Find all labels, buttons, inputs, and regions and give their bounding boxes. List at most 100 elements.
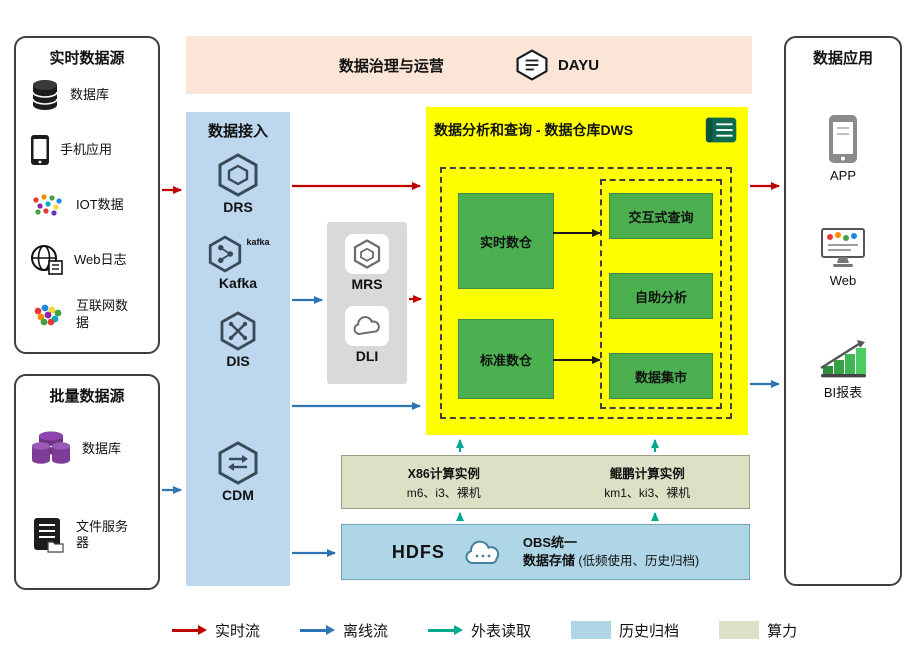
legend-label: 实时流 — [215, 622, 261, 640]
ingestion-item-cdm: CDM — [216, 441, 260, 503]
ingestion-item-kafka: kafka Kafka — [206, 235, 270, 291]
mrs-icon — [353, 239, 381, 269]
app-item-web: Web — [786, 227, 900, 288]
cdm-icon — [218, 441, 258, 485]
list-item: 文件服务器 — [16, 492, 158, 578]
source-label: 数据库 — [70, 87, 110, 103]
database-icon — [32, 80, 58, 111]
applications-title: 数据应用 — [812, 50, 873, 67]
dayu-group: DAYU — [514, 48, 599, 82]
globe-icon — [31, 244, 63, 275]
ingestion-label: DRS — [223, 199, 253, 215]
source-label: 文件服务器 — [76, 518, 129, 550]
list-item: 互联网数据 — [16, 287, 158, 342]
legend-item-compute: 算力 — [719, 620, 797, 641]
source-label: IOT数据 — [76, 196, 124, 212]
list-item: IOT数据 — [16, 178, 158, 233]
data-mart: 数据集市 — [609, 353, 713, 399]
compute-title: 鲲鹏计算实例 — [609, 467, 685, 481]
middleware-item-dli: DLI — [345, 306, 389, 364]
source-label: Web日志 — [74, 251, 127, 267]
ingestion-label: CDM — [222, 487, 254, 503]
compute-kunpeng: 鲲鹏计算实例 km1、ki3、裸机 — [546, 456, 750, 508]
obs-line1: OBS统一 — [522, 535, 577, 551]
obs-note: (低频使用、历史归档) — [578, 554, 700, 568]
compute-swatch — [719, 621, 760, 639]
source-label: 互联网数据 — [76, 298, 129, 330]
ingestion-label: Kafka — [218, 275, 258, 291]
governance-banner: 数据治理与运营 DAYU — [186, 36, 752, 94]
application-label: Web — [829, 273, 857, 288]
compute-x86: X86计算实例 m6、i3、裸机 — [342, 456, 546, 508]
kafka-icon — [209, 235, 242, 273]
source-label: 数据库 — [82, 440, 122, 456]
interactive-query: 交互式查询 — [609, 193, 713, 239]
compute-title: X86计算实例 — [407, 467, 480, 481]
realtime-sources-box: 实时数据源 数据库 手机应用 — [14, 36, 160, 354]
obs-text: OBS统一 数据存储 (低频使用、历史归档) — [523, 534, 699, 570]
web-monitor-icon — [821, 228, 865, 267]
database-purple-icon — [32, 431, 70, 464]
phone-icon — [31, 135, 49, 166]
archive-swatch — [571, 621, 612, 639]
source-label: 手机应用 — [60, 142, 113, 158]
compute-box: X86计算实例 m6、i3、裸机 鲲鹏计算实例 km1、ki3、裸机 — [341, 455, 750, 509]
dws-box: 数据分析和查询 - 数据仓库DWS 实时数仓 标准数仓 交互式查询 自助分析 数… — [426, 107, 748, 435]
external-arrow-icon — [428, 625, 464, 635]
app-item-app: APP — [786, 114, 900, 183]
iot-icon — [33, 194, 62, 216]
dayu-icon — [516, 49, 548, 81]
application-label: APP — [829, 168, 856, 183]
self-service-analysis: 自助分析 — [609, 273, 713, 319]
legend-label: 历史归档 — [619, 622, 680, 640]
obs-line2: 数据存储 — [522, 553, 575, 568]
batch-sources-box: 批量数据源 数据库 — [14, 374, 160, 590]
file-server-icon — [34, 518, 64, 553]
ingestion-label: DIS — [226, 353, 250, 369]
dws-outer-group: 实时数仓 标准数仓 交互式查询 自助分析 数据集市 — [440, 167, 732, 419]
obs-cloud-icon — [465, 540, 499, 564]
mrs-card — [345, 234, 389, 274]
middleware-item-mrs: MRS — [345, 234, 389, 292]
legend-item-external: 外表读取 — [428, 620, 531, 641]
dws-title: 数据分析和查询 - 数据仓库DWS — [434, 122, 634, 138]
warehouse-standard: 标准数仓 — [458, 319, 554, 399]
governance-title: 数据治理与运营 — [338, 57, 444, 75]
legend-item-realtime: 实时流 — [172, 620, 260, 641]
middleware-label: DLI — [355, 348, 379, 364]
ingestion-panel: 数据接入 DRS kafka Kafka — [186, 112, 290, 586]
list-item: 数据库 — [16, 68, 158, 123]
warehouse-realtime: 实时数仓 — [458, 193, 554, 289]
middleware-panel: MRS DLI — [327, 222, 407, 384]
legend-label: 算力 — [767, 622, 798, 640]
legend-item-archive: 历史归档 — [571, 620, 679, 641]
kafka-logo-text: kafka — [246, 237, 270, 247]
hdfs-label: HDFS — [391, 541, 445, 562]
legend-label: 离线流 — [343, 622, 389, 640]
dis-icon — [220, 311, 256, 351]
list-item: Web日志 — [16, 232, 158, 287]
dws-ledger-icon — [705, 117, 737, 143]
list-item: 数据库 — [16, 406, 158, 492]
ingestion-item-dis: DIS — [218, 311, 258, 369]
internet-icon — [34, 304, 62, 325]
offline-arrow-icon — [300, 625, 336, 635]
compute-spec: km1、ki3、裸机 — [604, 486, 691, 500]
bi-chart-icon — [820, 340, 866, 378]
application-label: BI报表 — [823, 385, 863, 400]
app-item-bi: BI报表 — [786, 338, 900, 401]
dws-inner-group: 交互式查询 自助分析 数据集市 — [600, 179, 722, 409]
middleware-label: MRS — [351, 276, 383, 292]
app-phone-icon — [829, 115, 857, 163]
batch-sources-title: 批量数据源 — [49, 388, 125, 405]
ingestion-title: 数据接入 — [207, 123, 268, 140]
legend: 实时流 离线流 外表读取 历史归档 算力 — [172, 614, 797, 646]
storage-box: HDFS OBS统一 数据存储 (低频使用、历史归档) — [341, 524, 750, 580]
legend-label: 外表读取 — [471, 622, 532, 640]
dli-cloud-icon — [353, 316, 380, 335]
compute-spec: m6、i3、裸机 — [406, 486, 481, 500]
realtime-arrow-icon — [172, 625, 207, 635]
drs-icon — [218, 153, 258, 197]
legend-item-offline: 离线流 — [300, 620, 388, 641]
